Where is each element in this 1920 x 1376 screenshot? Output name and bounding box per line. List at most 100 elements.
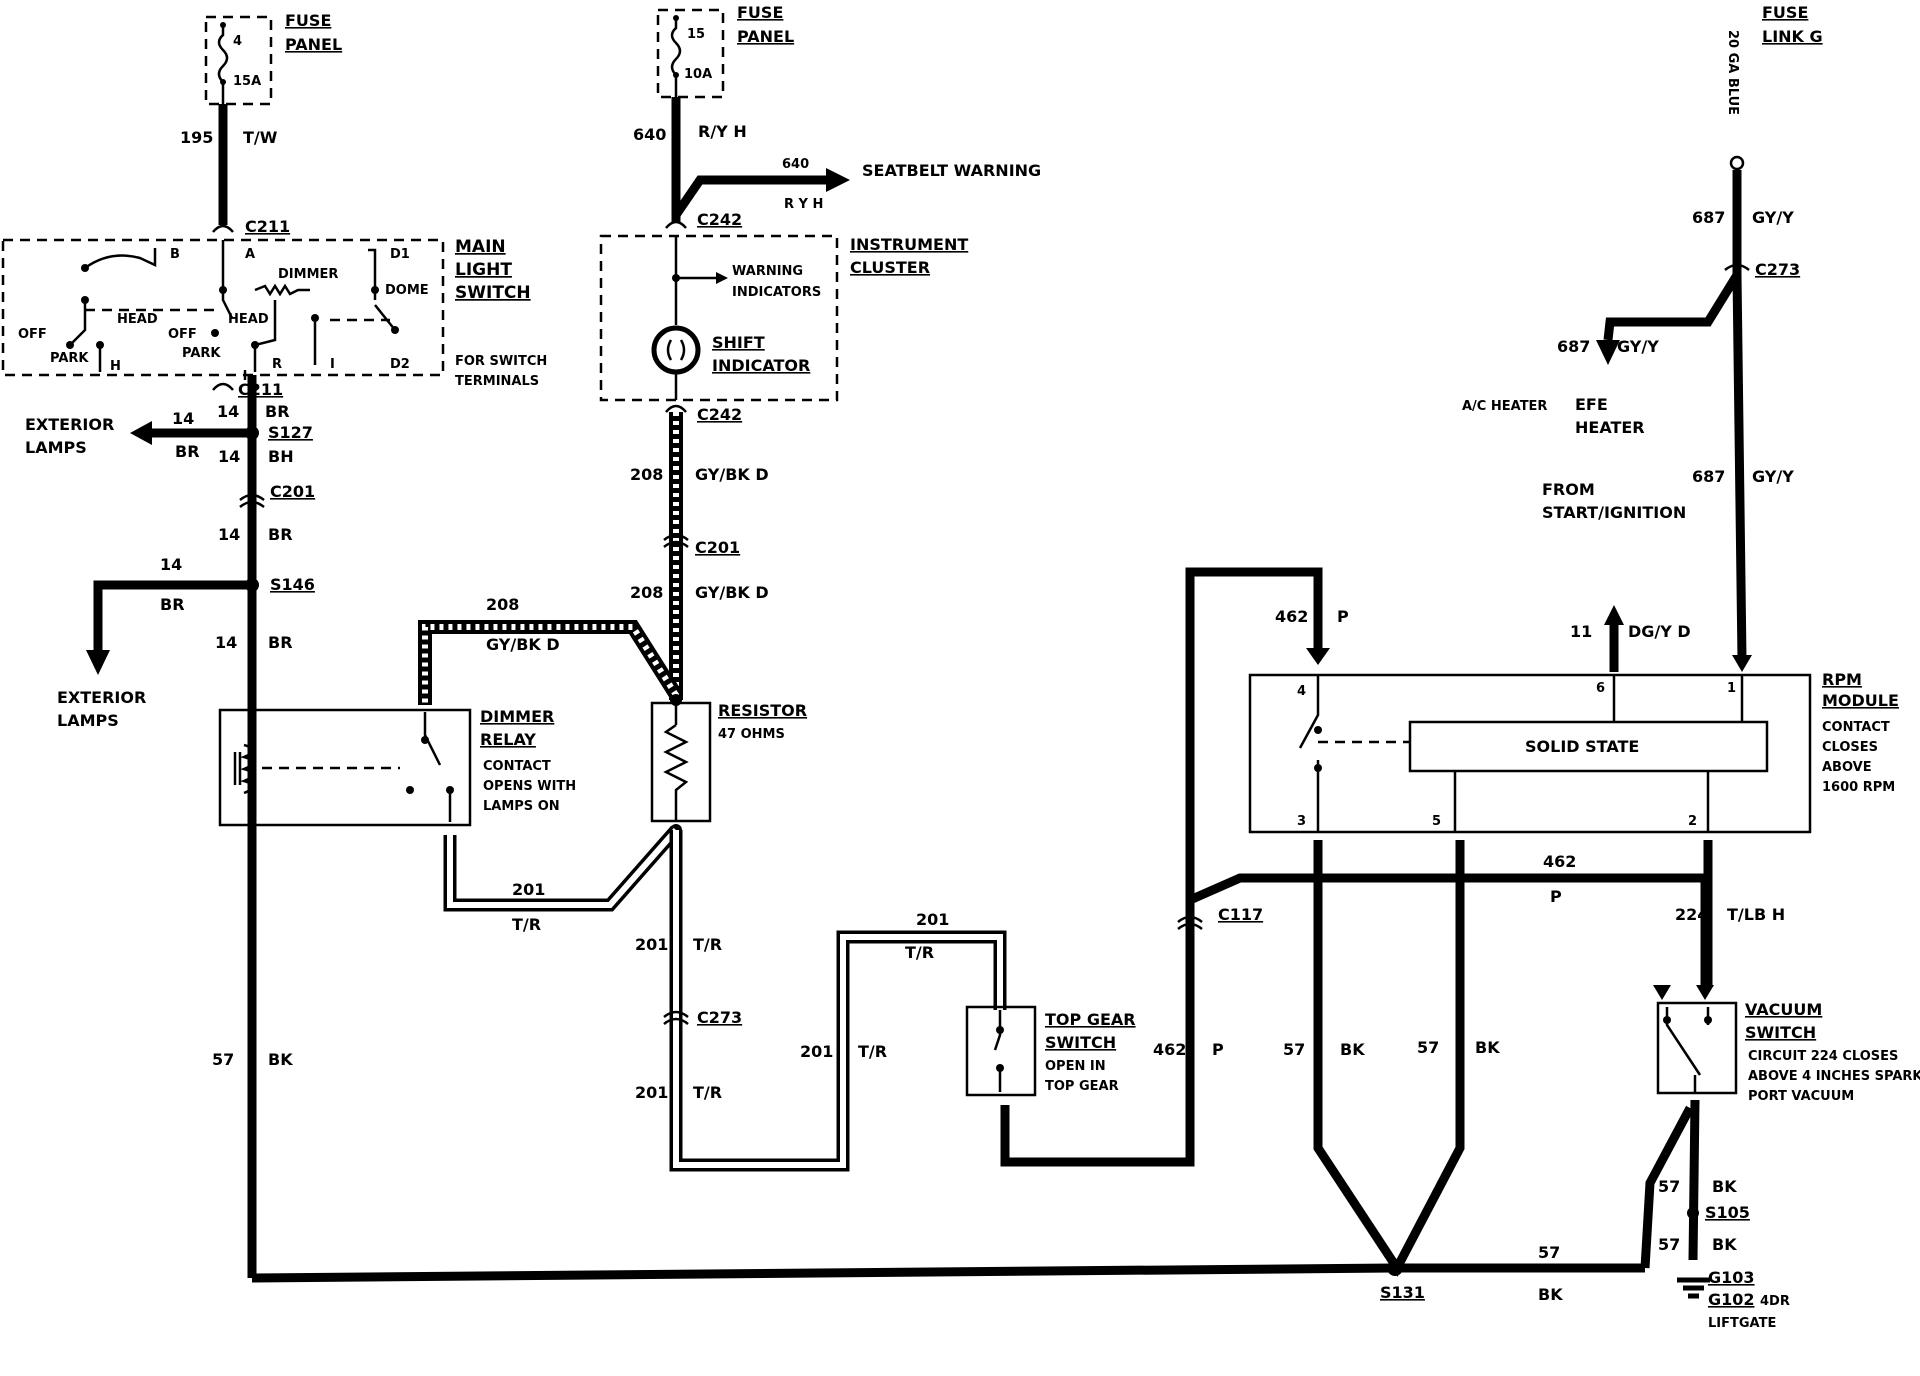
svg-text:S131: S131 xyxy=(1380,1283,1425,1302)
wire-201-topgear xyxy=(669,830,1007,1172)
svg-text:RPM: RPM xyxy=(1822,670,1862,689)
svg-text:57: 57 xyxy=(1658,1235,1680,1254)
svg-text:1600 RPM: 1600 RPM xyxy=(1822,780,1895,795)
svg-text:PARK: PARK xyxy=(50,351,89,366)
svg-text:P: P xyxy=(1337,607,1349,626)
vacuum-switch: VACUUM SWITCH CIRCUIT 224 CLOSES ABOVE 4… xyxy=(1656,1000,1920,1104)
svg-text:C117: C117 xyxy=(1218,905,1263,924)
svg-text:208: 208 xyxy=(486,595,519,614)
svg-text:BR: BR xyxy=(265,402,290,421)
svg-text:FROM: FROM xyxy=(1542,480,1595,499)
svg-text:P: P xyxy=(1212,1040,1224,1059)
svg-text:R/Y H: R/Y H xyxy=(698,122,747,141)
svg-text:208: 208 xyxy=(630,583,663,602)
svg-text:14: 14 xyxy=(217,402,239,421)
svg-text:14: 14 xyxy=(218,525,240,544)
svg-text:G103: G103 xyxy=(1708,1268,1755,1287)
svg-text:START/IGNITION: START/IGNITION xyxy=(1542,503,1686,522)
svg-text:P: P xyxy=(1550,887,1562,906)
svg-text:T/R: T/R xyxy=(693,935,722,954)
svg-text:HEATER: HEATER xyxy=(1575,418,1645,437)
svg-text:S105: S105 xyxy=(1705,1203,1750,1222)
svg-text:MAIN: MAIN xyxy=(455,237,506,257)
svg-text:14: 14 xyxy=(218,447,240,466)
svg-text:D2: D2 xyxy=(390,357,410,372)
svg-text:PARK: PARK xyxy=(182,346,221,361)
svg-text:20 GA BLUE: 20 GA BLUE xyxy=(1725,30,1740,115)
svg-text:C273: C273 xyxy=(1755,260,1800,279)
svg-text:S127: S127 xyxy=(268,423,313,442)
svg-text:T/R: T/R xyxy=(905,943,934,962)
svg-text:HEAD: HEAD xyxy=(228,312,269,327)
svg-text:47 OHMS: 47 OHMS xyxy=(718,727,785,742)
svg-text:T/R: T/R xyxy=(512,915,541,934)
svg-text:SEATBELT WARNING: SEATBELT WARNING xyxy=(862,161,1041,180)
fuse-panel-left: 4 15A FUSE PANEL xyxy=(204,11,342,106)
svg-text:INDICATOR: INDICATOR xyxy=(712,356,810,375)
svg-text:SOLID STATE: SOLID STATE xyxy=(1525,737,1639,756)
svg-text:T/LB H: T/LB H xyxy=(1727,905,1785,924)
svg-text:BK: BK xyxy=(1712,1177,1737,1196)
svg-text:OPENS WITH: OPENS WITH xyxy=(483,779,576,794)
svg-text:SHIFT: SHIFT xyxy=(712,333,765,352)
svg-text:201: 201 xyxy=(800,1042,833,1061)
fuse-panel-label: FUSE xyxy=(285,11,331,30)
svg-text:DIMMER: DIMMER xyxy=(480,707,554,726)
svg-text:57: 57 xyxy=(1283,1040,1305,1059)
svg-text:GY/BK D: GY/BK D xyxy=(486,635,560,654)
svg-text:LAMPS ON: LAMPS ON xyxy=(483,799,560,814)
connector-c211 xyxy=(212,224,234,233)
svg-text:BK: BK xyxy=(1538,1285,1563,1304)
svg-text:FUSE: FUSE xyxy=(737,3,783,22)
svg-text:DIMMER: DIMMER xyxy=(278,267,338,282)
svg-text:PANEL: PANEL xyxy=(737,27,794,46)
svg-text:C242: C242 xyxy=(697,210,742,229)
svg-text:BK: BK xyxy=(1475,1038,1500,1057)
svg-text:RESISTOR: RESISTOR xyxy=(718,701,807,720)
svg-text:GY/Y: GY/Y xyxy=(1752,467,1794,486)
svg-text:201: 201 xyxy=(635,1083,668,1102)
svg-text:INDICATORS: INDICATORS xyxy=(732,285,821,300)
svg-text:D1: D1 xyxy=(390,247,410,262)
svg-text:TOP GEAR: TOP GEAR xyxy=(1045,1079,1119,1094)
instrument-cluster: INSTRUMENT CLUSTER WARNING INDICATORS SH… xyxy=(599,234,968,402)
svg-text:BK: BK xyxy=(1712,1235,1737,1254)
svg-text:S146: S146 xyxy=(270,575,315,594)
svg-text:R Y H: R Y H xyxy=(784,197,823,212)
svg-text:687: 687 xyxy=(1692,208,1725,227)
svg-text:A/C HEATER: A/C HEATER xyxy=(1462,399,1547,414)
svg-text:10A: 10A xyxy=(684,67,712,82)
svg-text:SWITCH: SWITCH xyxy=(455,283,531,303)
svg-text:H: H xyxy=(110,359,121,374)
svg-text:5: 5 xyxy=(1432,814,1441,829)
connector-label: C211 xyxy=(245,217,290,236)
svg-text:57: 57 xyxy=(1417,1038,1439,1057)
svg-text:462: 462 xyxy=(1543,852,1576,871)
svg-text:RELAY: RELAY xyxy=(480,730,536,749)
svg-text:INSTRUMENT: INSTRUMENT xyxy=(850,235,968,254)
svg-text:11: 11 xyxy=(1570,622,1592,641)
svg-text:LAMPS: LAMPS xyxy=(25,438,87,457)
wire-57-ground xyxy=(251,1263,1645,1283)
svg-text:4: 4 xyxy=(1297,684,1306,699)
svg-text:15: 15 xyxy=(687,27,705,42)
svg-text:LINK G: LINK G xyxy=(1762,27,1823,46)
svg-text:14: 14 xyxy=(215,633,237,652)
svg-text:14: 14 xyxy=(160,555,182,574)
wire-462 xyxy=(1000,567,1323,1167)
fuse-panel-center: 15 10A FUSE PANEL xyxy=(656,3,794,99)
svg-text:224: 224 xyxy=(1675,905,1708,924)
svg-text:LIGHT: LIGHT xyxy=(455,260,512,280)
svg-text:2: 2 xyxy=(1688,814,1697,829)
svg-text:BK: BK xyxy=(268,1050,293,1069)
svg-text:EFE: EFE xyxy=(1575,395,1608,414)
svg-text:57: 57 xyxy=(1658,1177,1680,1196)
svg-text:201: 201 xyxy=(916,910,949,929)
svg-text:687: 687 xyxy=(1692,467,1725,486)
rpm-module: SOLID STATE 4 6 1 3 5 2 xyxy=(1248,673,1812,834)
shift-indicator-lamp xyxy=(651,325,701,375)
resistor: RESISTOR 47 OHMS xyxy=(650,694,807,823)
svg-text:EXTERIOR: EXTERIOR xyxy=(57,688,146,707)
connector-c211 xyxy=(212,382,234,391)
